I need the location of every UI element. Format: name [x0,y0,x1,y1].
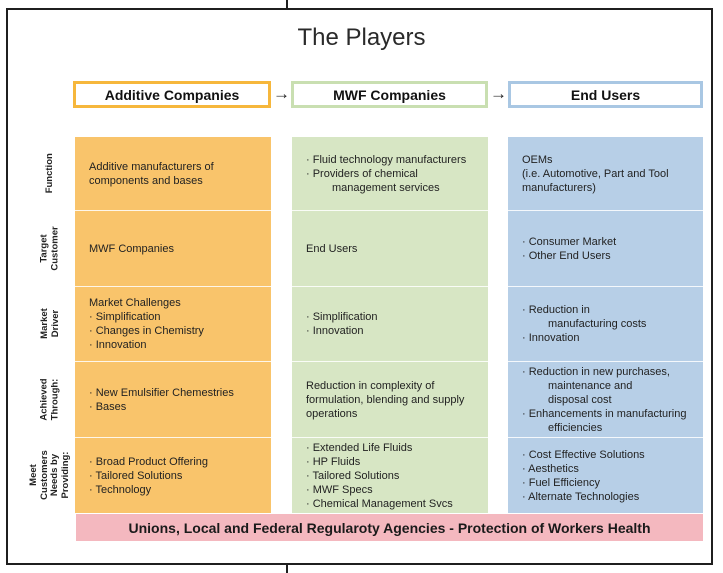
cell-text-line: · Tailored Solutions [306,469,400,482]
cell-text-line: · Cost Effective Solutions [522,448,645,461]
cell-text-line: · New Emulsifier Chemestries [89,386,234,399]
row-label-line: Market [38,308,50,339]
cell-text-line: · Changes in Chemistry [89,325,204,337]
cell-text-line: disposal cost [548,393,612,406]
cell-text-line: maintenance and [548,379,633,392]
cell-text-line: manufacturing costs [548,318,647,330]
header-mwf-companies: MWF Companies [291,81,488,108]
cell-text-line: OEMs [522,153,553,166]
arrow-icon: → [273,84,290,103]
footer-banner: Unions, Local and Federal Regularoty Age… [76,514,703,541]
table-cell: · Reduction in new purchases,maintenance… [508,361,703,437]
row-label-line: Through: [49,378,60,420]
cell-text-line: · Bases [89,400,127,413]
header-additive-companies: Additive Companies [73,81,271,108]
arrow-icon: → [490,84,507,103]
cell-text-line: · Reduction in [522,304,590,316]
cell-text-line: · Reduction in new purchases, [522,365,670,378]
row-label-line: Providing: [59,451,71,499]
cell-text-line: Reduction in complexity of [306,379,435,392]
row-label: Function [26,137,74,210]
cell-text-line: · Providers of chemical [306,167,418,180]
cell-text-line: efficiencies [548,421,603,434]
table-cell: · Reduction in manufacturing costs · Innov… [508,286,703,361]
table-cell: MWF Companies [75,210,271,286]
cell-text-line: End Users [306,242,358,255]
row-label-line: Customer [49,225,60,271]
table-cell: · Broad Product Offering· Tailored Solut… [75,437,271,513]
row-label-line: Target [38,233,50,263]
cell-text-line: manufacturers) [522,181,596,194]
cell-text-line: · Innovation [306,325,364,337]
cell-text-line: MWF Companies [89,242,174,255]
cell-text-line: · MWF Specs [306,483,373,496]
cell-text-line: · Simplification [306,311,378,323]
diagram-title: The Players [297,24,426,51]
cell-text-line: · Innovation [522,332,580,344]
cell-text-line: · Innovation [89,339,147,351]
row-label-line: Achieved [38,377,50,421]
cell-text-line: (i.e. Automotive, Part and Tool [522,167,669,180]
row-label-line: Driver [49,309,60,338]
cell-text-line: · Tailored Solutions [89,469,183,482]
table-cell: Market Challenges · Simplification · Chang… [75,286,271,361]
cell-text-line: · Aesthetics [522,462,579,475]
cell-text-line: · Fuel Efficiency [522,476,601,489]
row-label-line: Function [43,153,55,194]
table-cell: · New Emulsifier Chemestries· Bases [75,361,271,437]
cell-text-line: · Broad Product Offering [89,455,209,468]
table-cell: · Fluid technology manufacturers· Provid… [292,137,488,210]
bottom-connector-line [286,564,288,573]
table-cell: · Simplification · Innovation [292,286,488,361]
cell-text-line: · Other End Users [522,249,611,262]
cell-text-line: operations [306,407,358,420]
cell-text-line: · Fluid technology manufacturers [306,153,467,166]
cell-text-line: management services [332,181,440,194]
cell-text-line: · HP Fluids [306,455,361,468]
cell-text-line: · Simplification [89,311,161,323]
cell-text-line: · Technology [89,483,152,496]
table-cell: · Extended Life Fluids· HP Fluids· Tailo… [292,437,488,513]
table-cell: End Users [292,210,488,286]
column-mwf-companies: · Fluid technology manufacturers· Provid… [292,137,488,513]
cell-text-line: formulation, blending and supply [306,393,465,406]
cell-text-line: Market Challenges [89,297,181,309]
table-cell: · Consumer Market· Other End Users [508,210,703,286]
cell-text-line: · Extended Life Fluids [306,441,413,454]
cell-text-line: Additive manufacturers of [89,160,214,173]
cell-text-line: · Enhancements in manufacturing [522,407,687,420]
header-end-users: End Users [508,81,703,108]
cell-text-line: · Chemical Management Svcs [306,497,453,510]
top-connector-line [286,0,288,9]
table-cell: · Cost Effective Solutions· Aesthetics· … [508,437,703,513]
cell-text-line: · Alternate Technologies [522,490,640,503]
cell-text-line: · Consumer Market [522,235,617,248]
cell-text-line: components and bases [89,174,203,187]
